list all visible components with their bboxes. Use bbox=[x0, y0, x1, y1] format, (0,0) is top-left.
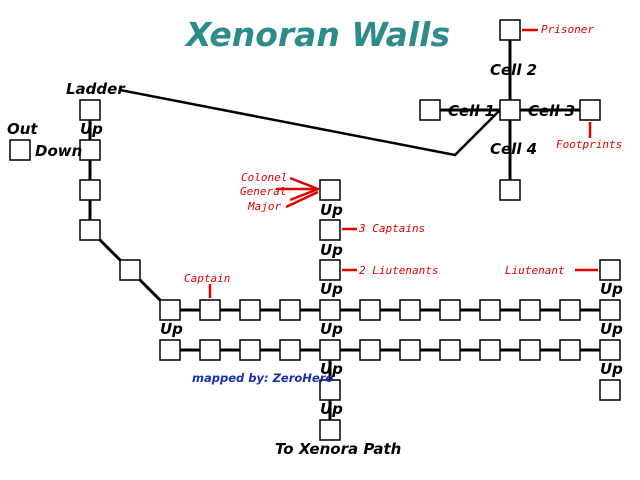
room bbox=[599, 339, 621, 361]
room bbox=[159, 339, 181, 361]
label-up: Up bbox=[600, 320, 623, 338]
note-2-liutenants: 2 Liutenants bbox=[359, 264, 438, 277]
room bbox=[559, 339, 581, 361]
room bbox=[279, 339, 301, 361]
label-up: Up bbox=[320, 400, 343, 418]
room bbox=[319, 299, 341, 321]
room-labels: Cell 2 Cell 1 Cell 3 Cell 4 Ladder Out U… bbox=[7, 61, 623, 458]
note-footprints: Footprints bbox=[556, 138, 622, 151]
note-liutenant: Liutenant bbox=[505, 264, 565, 277]
label-cell-2: Cell 2 bbox=[490, 61, 537, 79]
note-captain: Captain bbox=[184, 272, 230, 285]
label-ladder: Ladder bbox=[66, 80, 126, 98]
room bbox=[399, 339, 421, 361]
room bbox=[599, 379, 621, 401]
enemy-notes: Prisoner Footprints Colonel General Majo… bbox=[184, 23, 622, 285]
rooms bbox=[9, 19, 621, 441]
label-up: Up bbox=[320, 241, 343, 259]
label-up: Up bbox=[320, 280, 343, 298]
label-up: Up bbox=[600, 280, 623, 298]
label-up: Up bbox=[320, 201, 343, 219]
label-to-xenora-path: To Xenora Path bbox=[275, 440, 401, 458]
room-2-liutenants bbox=[319, 259, 341, 281]
room bbox=[439, 339, 461, 361]
room bbox=[319, 339, 341, 361]
room-captain bbox=[199, 299, 221, 321]
room bbox=[479, 339, 501, 361]
room bbox=[319, 379, 341, 401]
room-ladder bbox=[79, 99, 101, 121]
label-up: Up bbox=[160, 320, 183, 338]
room-prisoner bbox=[499, 19, 521, 41]
label-out: Out bbox=[7, 120, 38, 138]
room-officers bbox=[319, 179, 341, 201]
label-up: Up bbox=[320, 320, 343, 338]
room bbox=[279, 299, 301, 321]
label-cell-3: Cell 3 bbox=[528, 102, 575, 120]
label-down: Down bbox=[35, 142, 82, 160]
room bbox=[119, 259, 141, 281]
room bbox=[359, 339, 381, 361]
room bbox=[519, 299, 541, 321]
room bbox=[479, 299, 501, 321]
note-major: Major bbox=[247, 200, 281, 213]
room bbox=[599, 299, 621, 321]
room-xenora-path-exit bbox=[319, 419, 341, 441]
room-liutenant bbox=[599, 259, 621, 281]
room bbox=[79, 219, 101, 241]
room-cell-1 bbox=[419, 99, 441, 121]
note-general: General bbox=[240, 185, 286, 198]
room-cell-4 bbox=[499, 179, 521, 201]
room bbox=[239, 339, 261, 361]
room bbox=[519, 339, 541, 361]
note-prisoner: Prisoner bbox=[541, 23, 594, 36]
room bbox=[359, 299, 381, 321]
annotation-markers bbox=[208, 28, 598, 298]
label-up: Up bbox=[320, 360, 343, 378]
label-cell-1: Cell 1 bbox=[448, 102, 495, 120]
room bbox=[439, 299, 461, 321]
note-colonel: Colonel bbox=[241, 171, 287, 184]
label-up: Up bbox=[600, 360, 623, 378]
room-3-captains bbox=[319, 219, 341, 241]
room-out bbox=[9, 139, 31, 161]
room bbox=[559, 299, 581, 321]
map-title: Xenoran Walls bbox=[184, 15, 450, 54]
room-cell-3 bbox=[579, 99, 601, 121]
room bbox=[79, 179, 101, 201]
label-up: Up bbox=[80, 120, 103, 138]
room bbox=[159, 299, 181, 321]
room bbox=[199, 339, 221, 361]
room bbox=[239, 299, 261, 321]
note-3-captains: 3 Captains bbox=[358, 222, 425, 235]
map-credit: mapped by: ZeroHero bbox=[192, 371, 333, 385]
room-down bbox=[79, 139, 101, 161]
label-cell-4: Cell 4 bbox=[490, 140, 537, 158]
room bbox=[399, 299, 421, 321]
room-cell-hub bbox=[499, 99, 521, 121]
